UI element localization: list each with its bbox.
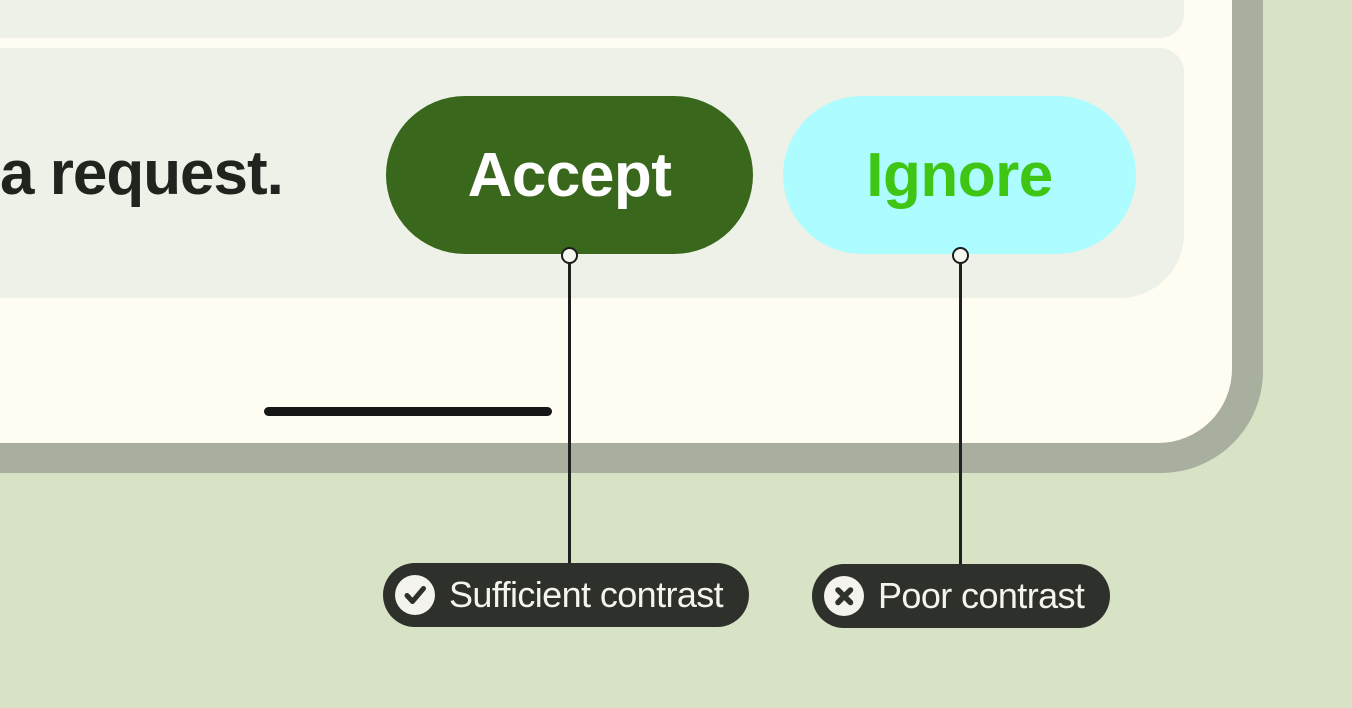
notification-message: a request. (0, 139, 284, 208)
callout-sufficient-contrast: Sufficient contrast (383, 563, 750, 627)
accept-button[interactable]: Accept (386, 96, 753, 254)
connector-line-ignore (959, 262, 962, 564)
connector-dot-accept (561, 247, 578, 264)
callout-poor-contrast: Poor contrast (812, 564, 1111, 628)
connector-line-accept (568, 262, 571, 563)
check-icon (395, 575, 435, 615)
callout-label: Poor contrast (878, 575, 1085, 616)
notification-card-top (0, 0, 1184, 38)
x-icon (824, 576, 864, 616)
callout-label: Sufficient contrast (449, 574, 724, 615)
ignore-button[interactable]: Ignore (783, 96, 1136, 254)
connector-dot-ignore (952, 247, 969, 264)
home-indicator[interactable] (264, 407, 552, 416)
